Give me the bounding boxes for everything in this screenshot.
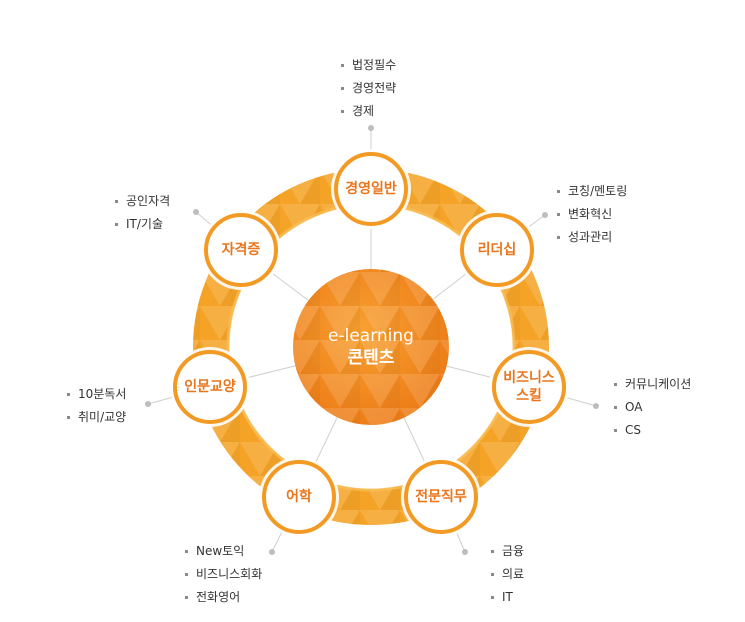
leader-dot-business-skill	[593, 403, 599, 409]
list-item[interactable]: 금융	[489, 540, 524, 563]
node-language[interactable]: 어학	[262, 460, 336, 534]
list-item[interactable]: CS	[612, 419, 691, 442]
node-leadership[interactable]: 리더십	[460, 213, 534, 287]
list-item[interactable]: 커뮤니케이션	[612, 373, 691, 396]
leader-dot-management	[368, 125, 374, 131]
center-circle-texture	[293, 269, 449, 425]
leader-dot-certification	[193, 209, 199, 215]
list-item[interactable]: IT	[489, 586, 524, 609]
list-item[interactable]: 법정필수	[339, 54, 396, 77]
node-leadership-label: 리더십	[477, 242, 517, 258]
list-item[interactable]: 의료	[489, 563, 524, 586]
node-certification[interactable]: 자격증	[204, 213, 278, 287]
center-title-line1: e-learning	[328, 326, 414, 346]
node-professional-duty[interactable]: 전문직무	[404, 460, 478, 534]
center-label: e-learning 콘텐츠	[293, 269, 449, 425]
node-business-skill[interactable]: 비즈니스 스킬	[492, 350, 566, 424]
node-management[interactable]: 경영일반	[334, 152, 408, 226]
list-management: 법정필수 경영전략 경제	[339, 54, 396, 123]
list-item[interactable]: 경제	[339, 100, 396, 123]
list-item[interactable]: IT/기술	[113, 213, 170, 236]
list-certification: 공인자격 IT/기술	[113, 190, 170, 236]
list-item[interactable]: 성과관리	[555, 226, 627, 249]
list-item[interactable]: 취미/교양	[65, 406, 126, 429]
leader-dot-leadership	[542, 212, 548, 218]
leader-dot-language	[269, 549, 275, 555]
list-item[interactable]: New토익	[183, 540, 262, 563]
list-item[interactable]: 공인자격	[113, 190, 170, 213]
list-item[interactable]: 10분독서	[65, 383, 126, 406]
list-item[interactable]: 변화혁신	[555, 203, 627, 226]
node-certification-label: 자격증	[221, 242, 261, 258]
list-item[interactable]: 비즈니스회화	[183, 563, 262, 586]
node-humanities-label: 인문교양	[184, 379, 236, 395]
center-title-line2: 콘텐츠	[347, 348, 395, 368]
list-professional-duty: 금융 의료 IT	[489, 540, 524, 609]
leader-dot-humanities	[145, 401, 151, 407]
list-item[interactable]: 전화영어	[183, 586, 262, 609]
list-item[interactable]: 코칭/멘토링	[555, 180, 627, 203]
node-management-label: 경영일반	[345, 181, 397, 197]
node-professional-duty-label: 전문직무	[415, 489, 467, 505]
list-language: New토익 비즈니스회화 전화영어	[183, 540, 262, 609]
node-language-label: 어학	[286, 489, 312, 505]
list-item[interactable]: 경영전략	[339, 77, 396, 100]
list-leadership: 코칭/멘토링 변화혁신 성과관리	[555, 180, 627, 249]
list-item[interactable]: OA	[612, 396, 691, 419]
node-humanities[interactable]: 인문교양	[173, 350, 247, 424]
list-humanities: 10분독서 취미/교양	[65, 383, 126, 429]
leader-dot-professional-duty	[462, 549, 468, 555]
list-business-skill: 커뮤니케이션 OA CS	[612, 373, 691, 442]
node-business-skill-label: 비즈니스 스킬	[503, 370, 555, 404]
